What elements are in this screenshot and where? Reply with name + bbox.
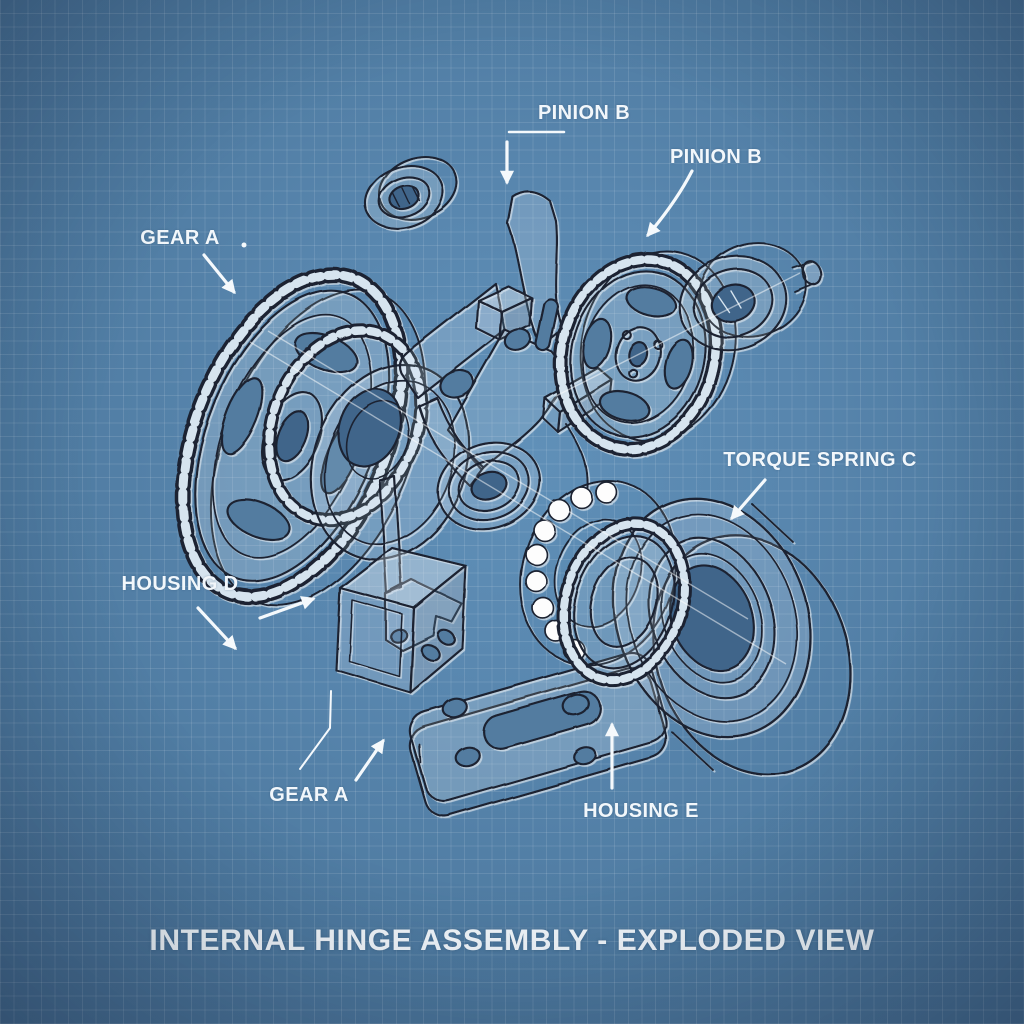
label-gear-a-1: GEAR A: [140, 227, 220, 249]
parts-layer: [174, 155, 852, 818]
label-housing-d: HOUSING D: [121, 573, 239, 595]
chalk-dot: [241, 242, 247, 248]
axis-centerlines: [249, 272, 801, 665]
ball-bearing-race: [519, 479, 677, 667]
diagram-title: INTERNAL HINGE ASSEMBLY - EXPLODED VIEW: [149, 924, 875, 957]
arrow-torque-spring-c: [730, 478, 767, 521]
retaining-bolt: [792, 260, 823, 293]
callout-arrows: [196, 130, 767, 790]
bearing-ball: [524, 480, 618, 662]
bearing-ring-top: [363, 155, 459, 230]
arrow-gear-a-2: [354, 738, 385, 782]
arrow-pinion-b-2: [646, 169, 694, 238]
ring-gear: [556, 516, 692, 688]
label-gear-a-2: GEAR A: [269, 784, 349, 806]
leader-gear-a-2: [299, 690, 332, 770]
bearing-cup: [678, 242, 808, 351]
label-pinion-b-1: PINION B: [537, 102, 631, 124]
label-pinion-b-2: PINION B: [669, 146, 763, 168]
label-torque-spring-c: TORQUE SPRING C: [723, 449, 917, 471]
label-housing-e: HOUSING E: [583, 800, 699, 822]
arrow-housing-d-right: [258, 596, 316, 620]
arrow-gear-a-1: [202, 253, 236, 295]
arrow-housing-d-left: [196, 606, 237, 651]
housing-d-box: [334, 546, 468, 694]
